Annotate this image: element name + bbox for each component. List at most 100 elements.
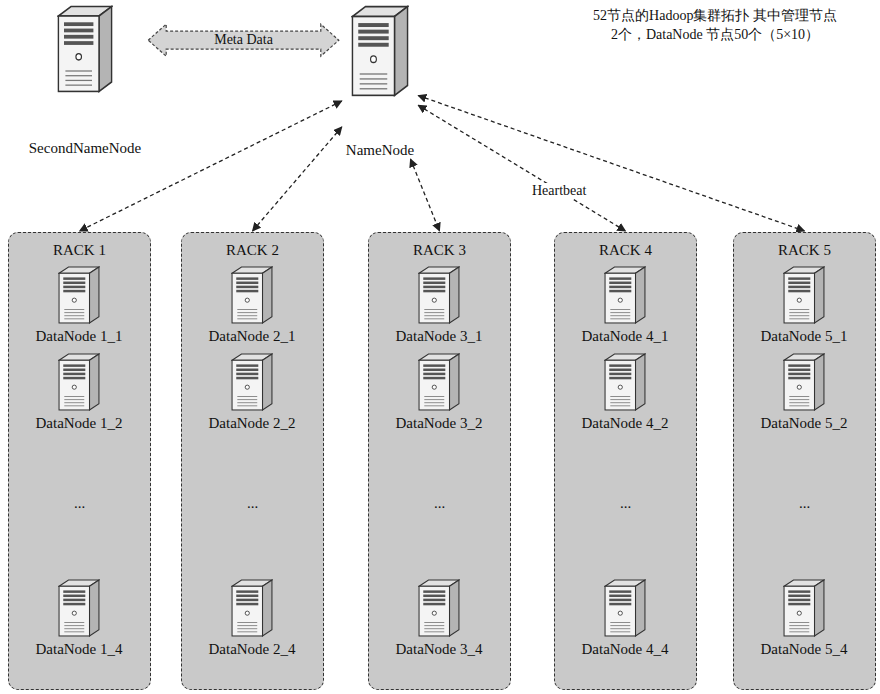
vent-line bbox=[64, 309, 84, 310]
vent-line bbox=[789, 318, 809, 319]
drive-bay bbox=[63, 373, 85, 375]
server-icon bbox=[418, 579, 460, 637]
drive-bay bbox=[63, 364, 85, 366]
server-front bbox=[232, 360, 262, 410]
vent-line bbox=[789, 399, 809, 400]
drive-bay bbox=[423, 590, 445, 592]
power-led bbox=[618, 611, 622, 615]
server-icon bbox=[231, 266, 273, 324]
vent-line bbox=[424, 399, 444, 400]
vent-line bbox=[610, 622, 630, 623]
vent-line bbox=[610, 309, 630, 310]
vent-line bbox=[610, 631, 630, 632]
server-side bbox=[395, 7, 408, 96]
server-front bbox=[605, 360, 635, 410]
vent-line bbox=[789, 309, 809, 310]
vent-line bbox=[789, 631, 809, 632]
drive-bay bbox=[63, 369, 85, 371]
vent-line bbox=[64, 631, 84, 632]
server-front bbox=[605, 586, 635, 636]
vent-line bbox=[237, 318, 257, 319]
vent-line bbox=[65, 80, 92, 81]
server-icon bbox=[58, 266, 100, 324]
vent-line bbox=[65, 75, 92, 76]
rack-title: RACK 4 bbox=[555, 241, 696, 259]
power-led bbox=[432, 611, 436, 615]
drive-bay bbox=[423, 373, 445, 375]
drive-bay bbox=[236, 364, 258, 366]
drive-bay bbox=[63, 282, 85, 284]
drive-bay bbox=[423, 364, 445, 366]
vent-line bbox=[237, 402, 257, 403]
node-label: DataNode 5_2 bbox=[760, 414, 847, 432]
drive-bay bbox=[788, 599, 810, 601]
vent-line bbox=[237, 396, 257, 397]
node-label: DataNode 2_1 bbox=[208, 327, 295, 345]
drive-bay bbox=[609, 290, 631, 292]
node-label: DataNode 1_2 bbox=[35, 414, 122, 432]
server-node: DataNode 5_1 bbox=[756, 266, 851, 345]
server-side bbox=[90, 354, 99, 410]
server-icon bbox=[58, 353, 100, 411]
drive-bay bbox=[788, 377, 810, 379]
drive-bay bbox=[788, 290, 810, 292]
power-led bbox=[76, 54, 82, 60]
node-label: DataNode 4_2 bbox=[581, 414, 668, 432]
drive-bay bbox=[358, 23, 388, 27]
vent-line bbox=[610, 315, 630, 316]
server-icon bbox=[783, 579, 825, 637]
vent-line bbox=[424, 396, 444, 397]
drive-bay bbox=[423, 603, 445, 605]
drive-bay bbox=[423, 599, 445, 601]
drive-bay bbox=[609, 603, 631, 605]
drive-bay bbox=[788, 590, 810, 592]
vent-line bbox=[424, 318, 444, 319]
vent-line bbox=[424, 312, 444, 313]
drive-bay bbox=[423, 277, 445, 279]
server-side bbox=[450, 267, 459, 323]
server-side bbox=[815, 580, 824, 636]
drive-bay bbox=[236, 595, 258, 597]
rack-title: RACK 2 bbox=[182, 241, 323, 259]
node-label: DataNode 3_2 bbox=[395, 414, 482, 432]
drive-bay bbox=[609, 282, 631, 284]
vent-line bbox=[789, 396, 809, 397]
vent-line bbox=[610, 399, 630, 400]
drive-bay bbox=[609, 286, 631, 288]
vent-line bbox=[64, 396, 84, 397]
vent-line bbox=[424, 625, 444, 626]
drive-bay bbox=[236, 369, 258, 371]
vent-line bbox=[610, 628, 630, 629]
vent-line bbox=[360, 73, 388, 74]
vent-line bbox=[237, 628, 257, 629]
drive-bay bbox=[236, 373, 258, 375]
server-node: DataNode 2_4 bbox=[204, 579, 299, 658]
drive-bay bbox=[63, 595, 85, 597]
power-led bbox=[797, 385, 801, 389]
drive-bay bbox=[609, 277, 631, 279]
vent-line bbox=[64, 399, 84, 400]
drive-bay bbox=[63, 590, 85, 592]
power-led bbox=[371, 56, 377, 63]
vent-line bbox=[789, 315, 809, 316]
heartbeat-link bbox=[418, 105, 625, 231]
drive-bay bbox=[63, 599, 85, 601]
server-node: DataNode 4_2 bbox=[577, 353, 672, 432]
rack-box: RACK 4 DataNode 4_1DataNode 4_2DataNode 4… bbox=[554, 232, 697, 690]
vent-line bbox=[424, 631, 444, 632]
drive-bay bbox=[423, 286, 445, 288]
server-node: DataNode 2_1 bbox=[204, 266, 299, 345]
rack-box: RACK 3DataNode 3_1DataNode 3_2DataNode 3… bbox=[368, 232, 511, 690]
vent-line bbox=[610, 396, 630, 397]
vent-line bbox=[424, 405, 444, 406]
vent-line bbox=[65, 85, 92, 86]
server-icon bbox=[351, 5, 409, 97]
server-node: DataNode 4_4 bbox=[577, 579, 672, 658]
server-node: DataNode 4_1 bbox=[577, 266, 672, 345]
server-side bbox=[263, 580, 272, 636]
vent-line bbox=[360, 88, 388, 89]
drive-bay bbox=[236, 282, 258, 284]
power-led bbox=[245, 385, 249, 389]
vent-line bbox=[237, 625, 257, 626]
vent-line bbox=[610, 405, 630, 406]
